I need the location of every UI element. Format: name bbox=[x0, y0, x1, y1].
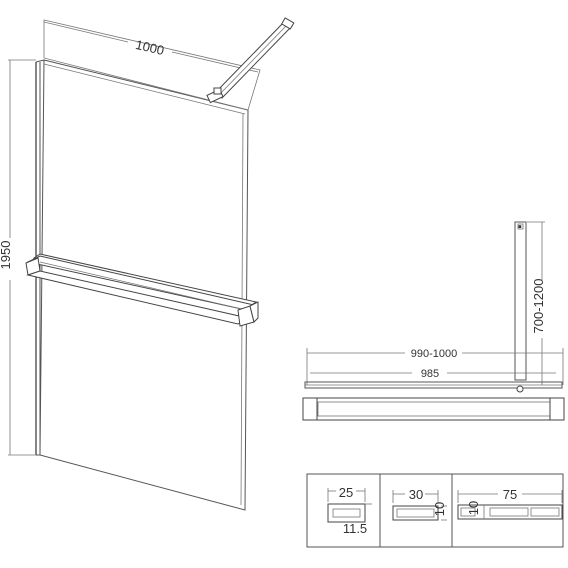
width-dimension-frame bbox=[43, 19, 261, 111]
arm-length-label: 700-1200 bbox=[531, 279, 546, 334]
wall-channel-width-label: 25 bbox=[339, 485, 353, 500]
glass-panel-outline bbox=[39, 59, 249, 511]
plan-arm-clamp bbox=[516, 385, 524, 393]
bar-height-label: 10 bbox=[432, 502, 447, 516]
glass-panel-view: 1000 1950 bbox=[0, 17, 295, 511]
shelf-section: 75 10 bbox=[457, 487, 563, 520]
profile-sections: 25 11.5 30 10 75 bbox=[306, 473, 564, 548]
wall-channel-depth-label: 11.5 bbox=[343, 521, 367, 536]
bar-section: 30 10 bbox=[392, 487, 447, 521]
towel-bar bbox=[25, 253, 259, 327]
plan-arm bbox=[514, 221, 527, 381]
support-arm bbox=[206, 17, 295, 104]
svg-text:▪: ▪ bbox=[518, 221, 522, 233]
profile-box bbox=[306, 473, 564, 548]
shelf-width-label: 75 bbox=[503, 487, 517, 502]
plan-glass-width-label: 985 bbox=[421, 368, 439, 380]
plan-view: ▪ 700-1200 990-1000 985 bbox=[302, 221, 565, 421]
panel-height-label: 1950 bbox=[0, 241, 13, 270]
plan-total-width-label: 990-1000 bbox=[411, 348, 458, 360]
wall-channel-section: 25 11.5 bbox=[327, 485, 372, 536]
arm-wall-mount bbox=[280, 17, 295, 30]
bar-width-label: 30 bbox=[409, 487, 423, 502]
shelf-height-label: 10 bbox=[466, 501, 481, 515]
plan-towel-bar bbox=[304, 397, 563, 421]
panel-width-label: 1000 bbox=[134, 37, 166, 58]
